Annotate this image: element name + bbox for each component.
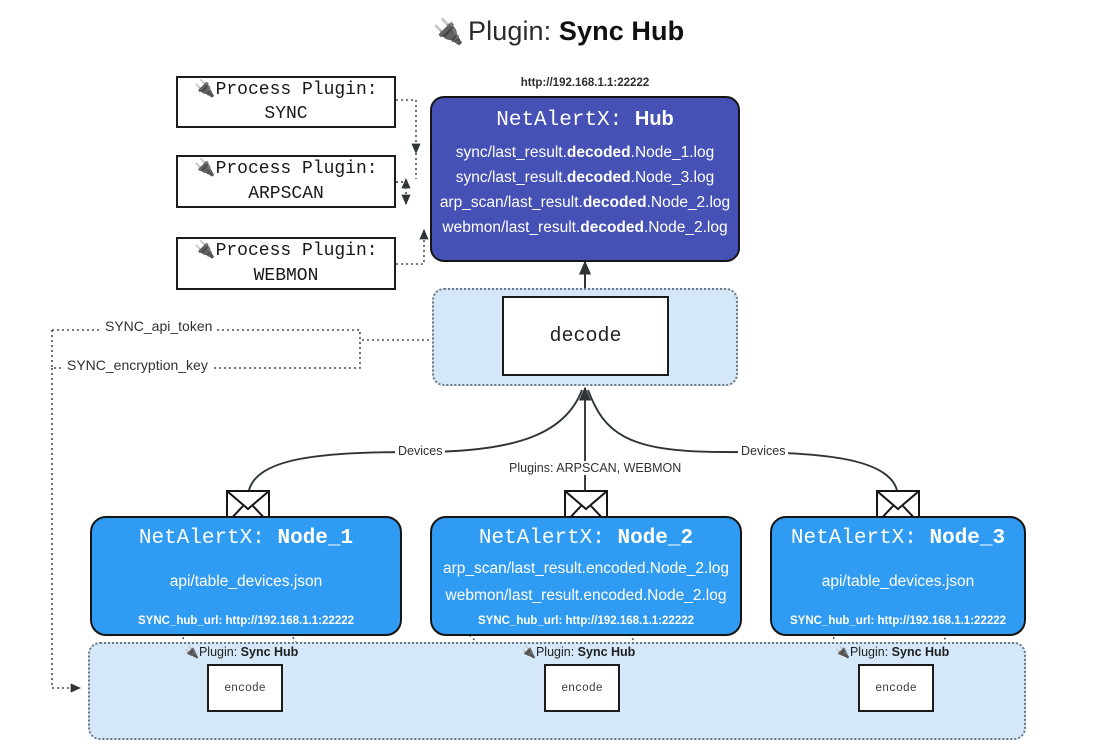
encoder-plugin-label-2: 🔌Plugin: Sync Hub — [521, 645, 636, 659]
node-title: NetAlertX: Node_2 — [478, 527, 694, 550]
encode-box-1[interactable]: encode — [207, 664, 283, 712]
node-title: NetAlertX: Node_1 — [138, 527, 354, 550]
hub-title: NetAlertX: Hub — [496, 108, 674, 132]
node-lines: api/table_devices.json — [772, 550, 1024, 615]
encoder-plugin-label-1: 🔌Plugin: Sync Hub — [184, 645, 299, 659]
plug-icon: 🔌 — [194, 78, 216, 99]
devices-right-label: Devices — [738, 444, 789, 458]
hub-log-line: webmon/last_result.decoded.Node_2.log — [442, 219, 728, 237]
hub-url-label: http://192.168.1.1:22222 — [520, 77, 650, 89]
process-plugin-name: SYNC — [264, 104, 308, 124]
decode-box[interactable]: decode — [502, 296, 669, 376]
node-box-node-2[interactable]: NetAlertX: Node_2 arp_scan/last_result.e… — [430, 516, 742, 636]
hub-log-line: sync/last_result.decoded.Node_3.log — [455, 169, 715, 187]
plug-icon: 🔌 — [835, 645, 850, 659]
process-plugin-box-arpscan[interactable]: 🔌Process Plugin: ARPSCAN — [176, 155, 396, 208]
plugins-center-label: Plugins: ARPSCAN, WEBMON — [506, 461, 685, 475]
page-title: 🔌Plugin: Sync Hub — [0, 16, 1117, 47]
node-line: api/table_devices.json — [821, 573, 975, 591]
node-line: webmon/last_result.encoded.Node_2.log — [445, 586, 727, 604]
process-plugin-heading: 🔌Process Plugin: — [194, 240, 378, 262]
encoder-plugin-label-3: 🔌Plugin: Sync Hub — [835, 645, 950, 659]
process-plugin-box-webmon[interactable]: 🔌Process Plugin: WEBMON — [176, 237, 396, 290]
hub-box[interactable]: NetAlertX: Hub sync/last_result.decoded.… — [430, 96, 740, 262]
hub-log-line: arp_scan/last_result.decoded.Node_2.log — [439, 194, 731, 212]
plug-icon: 🔌 — [194, 240, 216, 261]
plug-icon: 🔌 — [432, 18, 465, 46]
node-lines: arp_scan/last_result.encoded.Node_2.log … — [432, 550, 740, 615]
plug-icon: 🔌 — [194, 158, 216, 179]
title-prefix: Plugin: — [468, 16, 552, 46]
hub-log-line: sync/last_result.decoded.Node_1.log — [455, 144, 715, 161]
encode-box-2[interactable]: encode — [544, 664, 620, 712]
node-hub-url: SYNC_hub_url: http://192.168.1.1:22222 — [477, 615, 695, 627]
node-box-node-3[interactable]: NetAlertX: Node_3 api/table_devices.json… — [770, 516, 1026, 636]
sync-api-token-label: SYNC_api_token — [102, 318, 216, 334]
node-lines: api/table_devices.json — [92, 550, 400, 615]
title-name: Sync Hub — [558, 16, 685, 46]
process-plugin-name: WEBMON — [253, 265, 319, 286]
node-title: NetAlertX: Node_3 — [790, 527, 1006, 550]
node-hub-url: SYNC_hub_url: http://192.168.1.1:22222 — [789, 615, 1007, 627]
sync-encryption-key-label: SYNC_encryption_key — [64, 357, 211, 373]
process-plugin-box-sync[interactable]: 🔌Process Plugin: SYNC — [176, 76, 396, 128]
node-line: arp_scan/last_result.encoded.Node_2.log — [442, 559, 730, 577]
process-plugin-name: ARPSCAN — [248, 183, 324, 204]
node-hub-url: SYNC_hub_url: http://192.168.1.1:22222 — [137, 615, 355, 627]
encode-box-3[interactable]: encode — [858, 664, 934, 712]
node-box-node-1[interactable]: NetAlertX: Node_1 api/table_devices.json… — [90, 516, 402, 636]
process-plugin-heading: 🔌Process Plugin: — [194, 78, 378, 100]
plug-icon: 🔌 — [184, 645, 199, 659]
plug-icon: 🔌 — [521, 645, 536, 659]
process-plugin-heading: 🔌Process Plugin: — [194, 158, 378, 180]
node-line: api/table_devices.json — [169, 573, 323, 591]
devices-left-label: Devices — [395, 444, 446, 458]
